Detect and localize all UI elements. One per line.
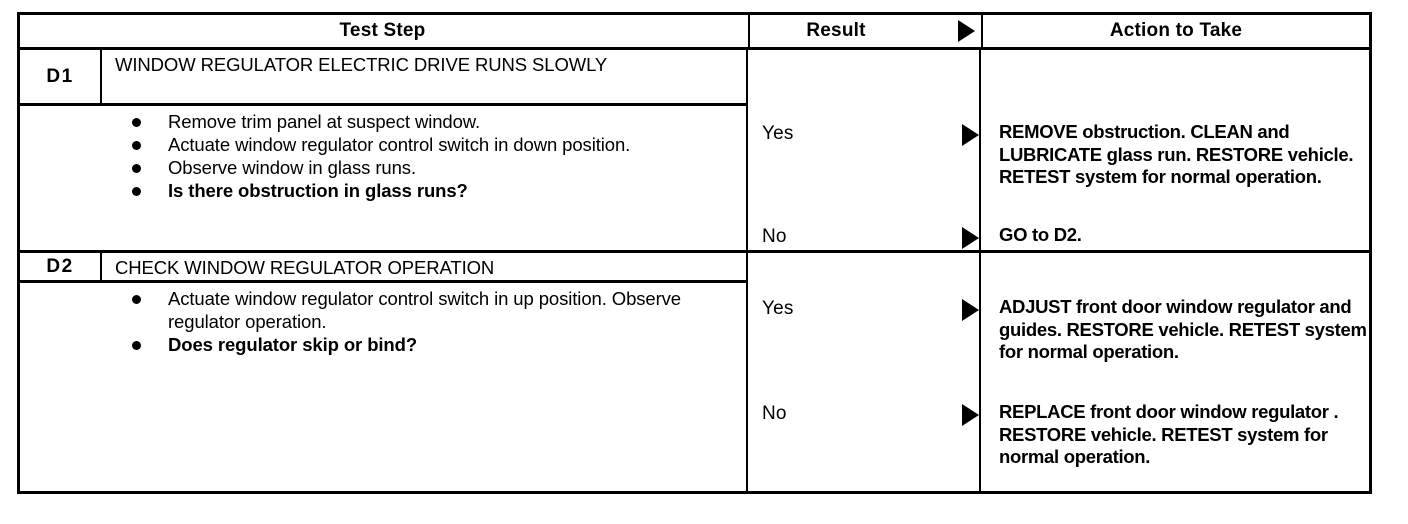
- result-label: No: [762, 226, 787, 247]
- column-header-action-to-take: Action to Take: [981, 15, 1369, 47]
- step-head-d1: D1 WINDOW REGULATOR ELECTRIC DRIVE RUNS …: [20, 50, 746, 106]
- list-item: Is there obstruction in glass runs?: [116, 179, 736, 202]
- step-bullet-list-d1: Remove trim panel at suspect window. Act…: [116, 110, 736, 202]
- column-divider-action: [979, 50, 981, 494]
- triangle-right-icon: [962, 124, 979, 146]
- step-title-d1: WINDOW REGULATOR ELECTRIC DRIVE RUNS SLO…: [115, 54, 608, 75]
- result-label: Yes: [762, 298, 794, 319]
- list-item: Remove trim panel at suspect window.: [116, 110, 736, 133]
- result-label: No: [762, 403, 787, 424]
- list-item: Actuate window regulator control switch …: [116, 287, 736, 333]
- action-cell-d2-no: REPLACE front door window regulator . RE…: [999, 401, 1339, 467]
- step-id-d2: D2: [20, 253, 102, 280]
- table-header-row: Test Step Result Action to Take: [20, 15, 1369, 50]
- action-cell-d1-yes: REMOVE obstruction. CLEAN and LUBRICATE …: [999, 121, 1354, 187]
- step-title-d2: CHECK WINDOW REGULATOR OPERATION: [115, 257, 495, 278]
- triangle-right-icon: [958, 20, 975, 42]
- column-header-test-step: Test Step: [20, 15, 745, 47]
- result-label: Yes: [762, 123, 794, 144]
- list-item: Actuate window regulator control switch …: [116, 133, 736, 156]
- step-head-d2: D2 CHECK WINDOW REGULATOR OPERATION: [20, 253, 746, 283]
- column-header-result: Result: [748, 15, 978, 47]
- action-cell-d1-no: GO to D2.: [999, 224, 1082, 245]
- triangle-right-icon: [962, 404, 979, 426]
- action-cell-d2-yes: ADJUST front door window regulator and g…: [999, 296, 1367, 362]
- column-header-test-step-label: Test Step: [339, 20, 426, 41]
- list-item: Observe window in glass runs.: [116, 156, 736, 179]
- triangle-right-icon: [962, 299, 979, 321]
- diagnostic-pinpoint-test-table: Test Step Result Action to Take D1 WINDO…: [17, 12, 1372, 494]
- section-divider-d2: [20, 250, 1369, 253]
- step-id-d1: D1: [20, 50, 102, 103]
- column-header-result-label: Result: [806, 20, 866, 41]
- test-step-section-d1: D1 WINDOW REGULATOR ELECTRIC DRIVE RUNS …: [20, 50, 746, 250]
- list-item: Does regulator skip or bind?: [116, 333, 736, 356]
- triangle-right-icon: [962, 227, 979, 249]
- column-header-action-label: Action to Take: [1109, 20, 1243, 41]
- step-bullet-list-d2: Actuate window regulator control switch …: [116, 287, 736, 356]
- column-divider-result: [746, 50, 748, 494]
- test-step-section-d2: D2 CHECK WINDOW REGULATOR OPERATION Actu…: [20, 253, 746, 494]
